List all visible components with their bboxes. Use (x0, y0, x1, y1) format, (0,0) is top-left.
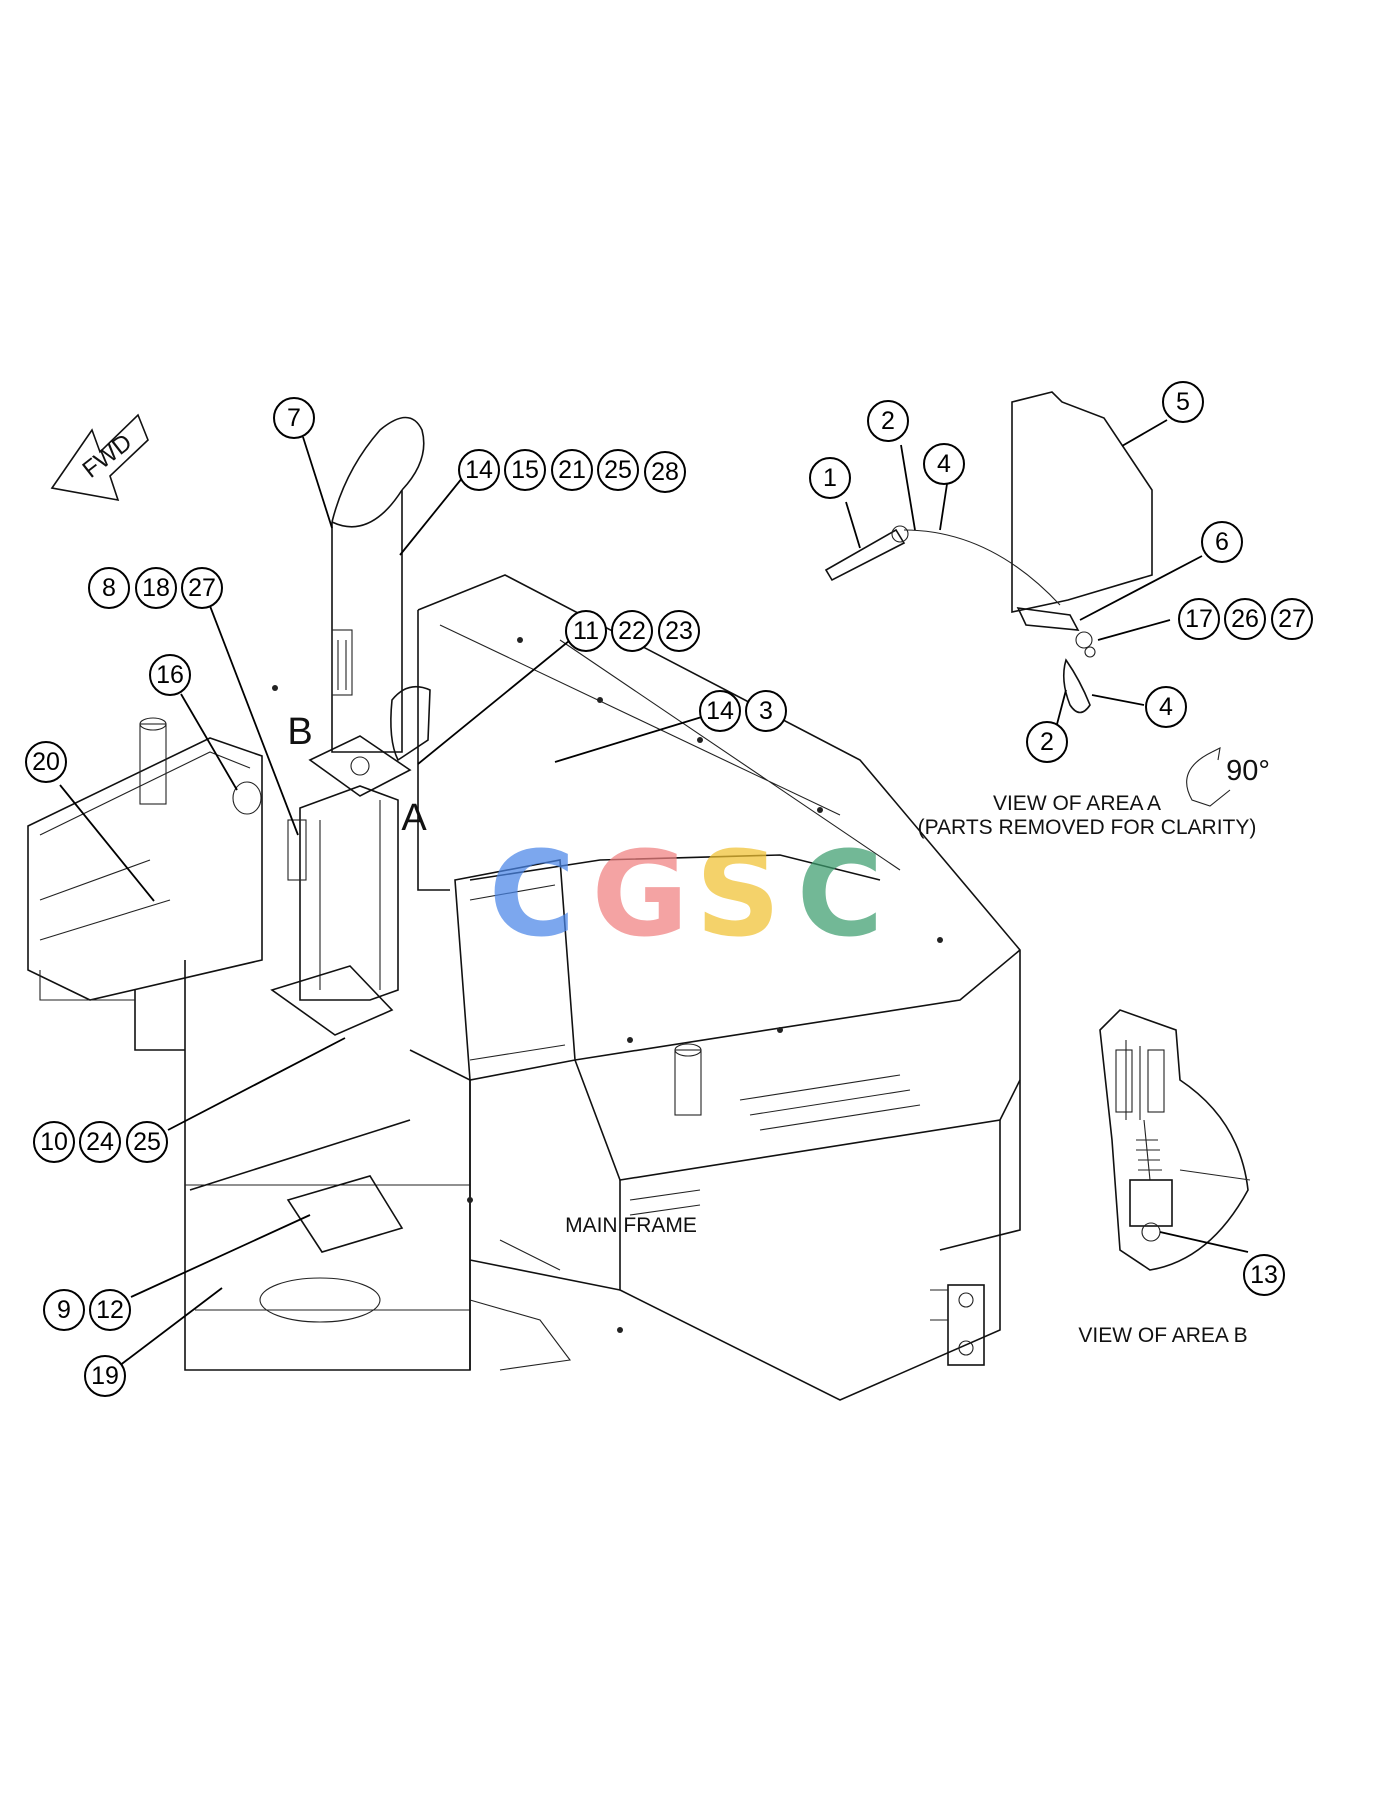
view-area-a-subcaption: (PARTS REMOVED FOR CLARITY) (918, 816, 1257, 839)
svg-text:2: 2 (1040, 728, 1054, 756)
callout-view-a-4-bottom: 4 (1145, 686, 1187, 728)
svg-text:27: 27 (1278, 605, 1306, 633)
callout-view-a-5: 5 (1162, 381, 1204, 423)
svg-text:10: 10 (40, 1128, 68, 1156)
callout-13: 13 (1243, 1254, 1285, 1296)
callout-group-14-3: 14 3 (699, 690, 787, 732)
watermark-letter-1: C (489, 825, 576, 963)
view-area-a-caption: VIEW OF AREA A (993, 792, 1161, 815)
svg-text:18: 18 (142, 574, 170, 602)
svg-text:25: 25 (604, 456, 632, 484)
svg-text:6: 6 (1215, 528, 1229, 556)
callout-19: 19 (84, 1355, 126, 1397)
callout-group-17-26-27: 17 26 27 (1178, 598, 1313, 640)
callout-group-14-15-21-25-28: 14 15 21 25 28 (458, 449, 686, 493)
svg-text:2: 2 (881, 407, 895, 435)
watermark-letter-4: C (797, 825, 884, 963)
callout-20: 20 (25, 741, 67, 783)
view-b-detail-drawing (1099, 1009, 1251, 1271)
svg-text:14: 14 (706, 697, 734, 725)
area-label-a: A (401, 797, 427, 839)
svg-text:21: 21 (558, 456, 586, 484)
svg-text:26: 26 (1231, 605, 1259, 633)
machine-body-drawing (27, 416, 1021, 1401)
callout-group-9-12: 9 12 (43, 1289, 131, 1331)
svg-text:22: 22 (618, 617, 646, 645)
view-a-detail-drawing (824, 391, 1231, 807)
svg-text:8: 8 (102, 574, 116, 602)
svg-text:4: 4 (1159, 693, 1173, 721)
svg-text:12: 12 (96, 1296, 124, 1324)
callout-view-a-2-bottom: 2 (1026, 721, 1068, 763)
rotation-label: 90° (1226, 755, 1270, 787)
callout-view-a-4-top: 4 (923, 443, 965, 485)
main-frame-label: MAIN FRAME (565, 1214, 697, 1237)
callout-16: 16 (149, 654, 191, 696)
svg-text:24: 24 (86, 1128, 114, 1156)
callout-view-a-2-top: 2 (867, 400, 909, 442)
svg-text:28: 28 (651, 458, 679, 486)
svg-text:27: 27 (188, 574, 216, 602)
callout-group-10-24-25: 10 24 25 (33, 1121, 168, 1163)
view-area-b-caption: VIEW OF AREA B (1078, 1324, 1247, 1347)
watermark-letter-2: G (592, 825, 689, 963)
svg-text:3: 3 (759, 697, 773, 725)
callout-view-a-1: 1 (809, 457, 851, 499)
svg-text:25: 25 (133, 1128, 161, 1156)
svg-text:9: 9 (57, 1296, 71, 1324)
svg-text:15: 15 (511, 456, 539, 484)
svg-text:7: 7 (287, 404, 301, 432)
svg-text:14: 14 (465, 456, 493, 484)
callout-7: 7 (273, 397, 315, 439)
fwd-arrow: FWD (50, 413, 149, 502)
svg-text:4: 4 (937, 450, 951, 478)
watermark-letter-3: S (696, 825, 781, 963)
svg-text:16: 16 (156, 661, 184, 689)
callout-view-a-6: 6 (1201, 521, 1243, 563)
svg-text:19: 19 (91, 1362, 119, 1390)
svg-text:5: 5 (1176, 388, 1190, 416)
svg-text:11: 11 (573, 617, 599, 645)
callout-group-11-22-23: 11 22 23 (565, 610, 700, 652)
watermark-logo: C G S C (489, 825, 884, 963)
svg-text:17: 17 (1185, 605, 1213, 633)
svg-text:1: 1 (823, 464, 837, 492)
svg-text:23: 23 (665, 617, 693, 645)
svg-text:20: 20 (32, 748, 60, 776)
svg-text:13: 13 (1250, 1261, 1278, 1289)
area-label-b: B (287, 711, 312, 753)
callout-group-8-18-27: 8 18 27 (88, 567, 223, 609)
leader-lines (59, 419, 1249, 1367)
